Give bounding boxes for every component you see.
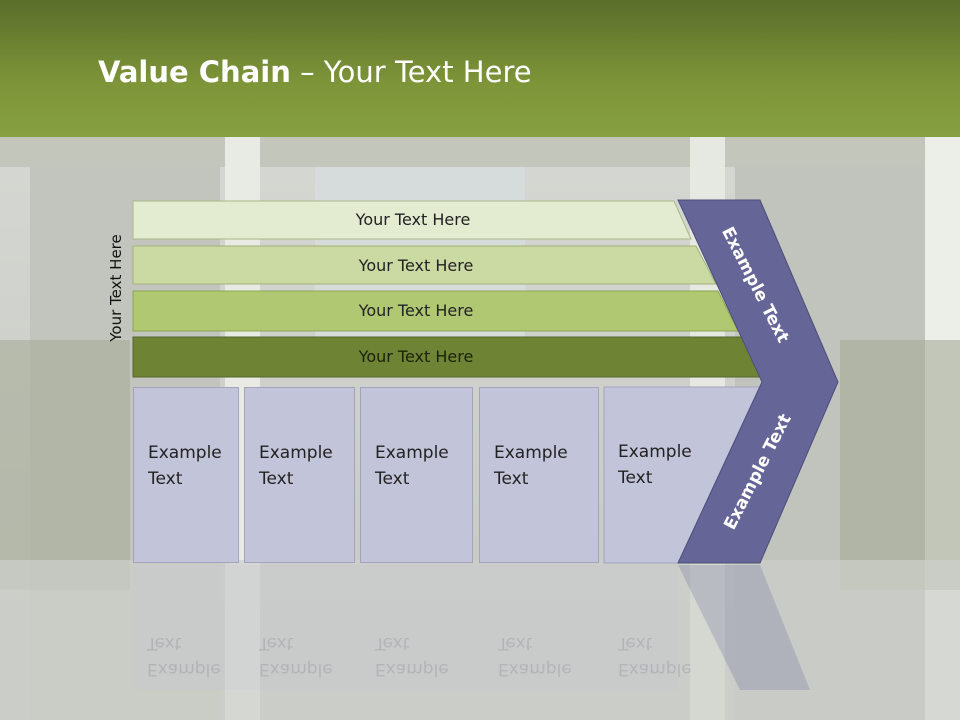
refl-3-line1: Example: [375, 659, 449, 679]
bar-3: Your Text Here: [133, 292, 699, 329]
box-4-line2: Text: [494, 469, 529, 489]
refl-2-line1: Example: [259, 659, 333, 679]
slide-title: Value Chain – Your Text Here: [98, 55, 532, 89]
chevron-reflection: [678, 565, 810, 690]
refl-4-line2: Text: [498, 633, 533, 653]
box-5-reflection: Example Text: [618, 630, 692, 682]
title-bold: Value Chain: [98, 55, 291, 89]
refl-5-line2: Text: [618, 633, 653, 653]
refl-4-line1: Example: [498, 659, 572, 679]
refl-5-line1: Example: [618, 659, 692, 679]
box-1-line1: Example: [148, 443, 222, 463]
box-3-line1: Example: [375, 443, 449, 463]
bar-2-label: Your Text Here: [358, 256, 474, 275]
box-5-line1: Example: [618, 442, 692, 462]
box-5-line2: Text: [618, 468, 653, 488]
box-4-line1: Example: [494, 443, 568, 463]
bar-2-shape: [132, 245, 717, 285]
box-2-reflection: Example Text: [259, 630, 333, 682]
title-rest: – Your Text Here: [290, 55, 532, 89]
bar-4-label: Your Text Here: [358, 347, 474, 366]
box-3-reflection: Example Text: [375, 630, 449, 682]
bar-1: Your Text Here: [133, 201, 693, 238]
box-2-line1: Example: [259, 443, 333, 463]
bar-4: Your Text Here: [133, 338, 699, 375]
bar-1-shape: [132, 200, 692, 240]
boxes-reflection: [133, 565, 678, 690]
bar-2: Your Text Here: [133, 247, 699, 284]
refl-2-line2: Text: [259, 633, 294, 653]
box-1-reflection: Example Text: [147, 630, 221, 682]
header-bar: [0, 0, 960, 137]
refl-1-line1: Example: [147, 659, 221, 679]
chevron-shape: [677, 199, 839, 564]
box-1-line2: Text: [148, 469, 183, 489]
bar-1-label: Your Text Here: [355, 210, 471, 229]
refl-3-line2: Text: [375, 633, 410, 653]
refl-1-line2: Text: [147, 633, 182, 653]
box-3-line2: Text: [375, 469, 410, 489]
box-4-reflection: Example Text: [498, 630, 572, 682]
bar-3-label: Your Text Here: [358, 301, 474, 320]
box-2-line2: Text: [259, 469, 294, 489]
